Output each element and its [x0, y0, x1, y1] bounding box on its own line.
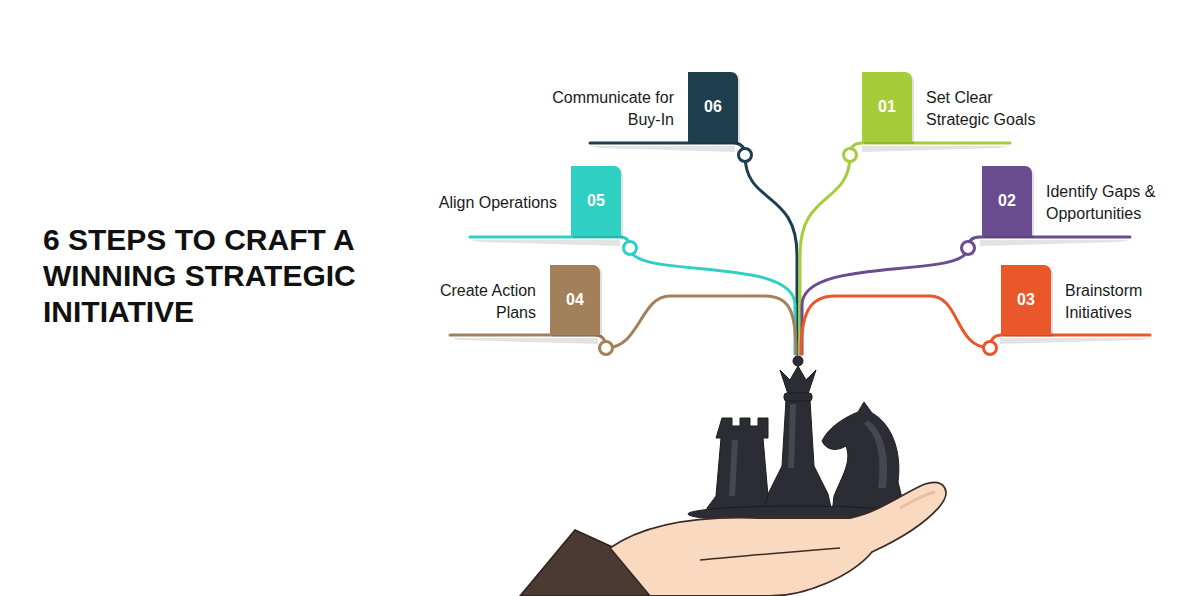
hand: [520, 483, 946, 596]
knight: [822, 402, 904, 514]
step-tab: 04Create Action Plans: [550, 265, 600, 335]
step-tab: 02Identify Gaps & Opportunities: [982, 166, 1032, 236]
step-number: 04: [566, 291, 584, 309]
step-label: Identify Gaps & Opportunities: [1046, 181, 1170, 225]
step-tab: 06Communicate for Buy-In: [688, 72, 738, 142]
step-number: 02: [998, 192, 1016, 210]
step-label: Align Operations: [397, 192, 557, 214]
step-label: Communicate for Buy-In: [542, 87, 674, 131]
diagram-title: 6 STEPS TO CRAFT A WINNING STRATEGIC INI…: [43, 222, 393, 330]
step-label: Brainstorm Initiatives: [1065, 280, 1161, 324]
queen: [764, 400, 832, 512]
step-number: 03: [1017, 291, 1035, 309]
step-number: 06: [704, 98, 722, 116]
step-number: 01: [878, 98, 896, 116]
step-label: Create Action Plans: [436, 280, 536, 324]
branch-dots: [600, 149, 997, 355]
step-number: 05: [587, 192, 605, 210]
palm: [610, 483, 946, 596]
step-tab: 01Set Clear Strategic Goals: [862, 72, 912, 142]
step-tab: 05Align Operations: [571, 166, 621, 236]
step-tab: 03Brainstorm Initiatives: [1001, 265, 1051, 335]
step-label: Set Clear Strategic Goals: [926, 87, 1048, 131]
branches: [450, 143, 1150, 354]
chess-pieces: [688, 356, 908, 522]
